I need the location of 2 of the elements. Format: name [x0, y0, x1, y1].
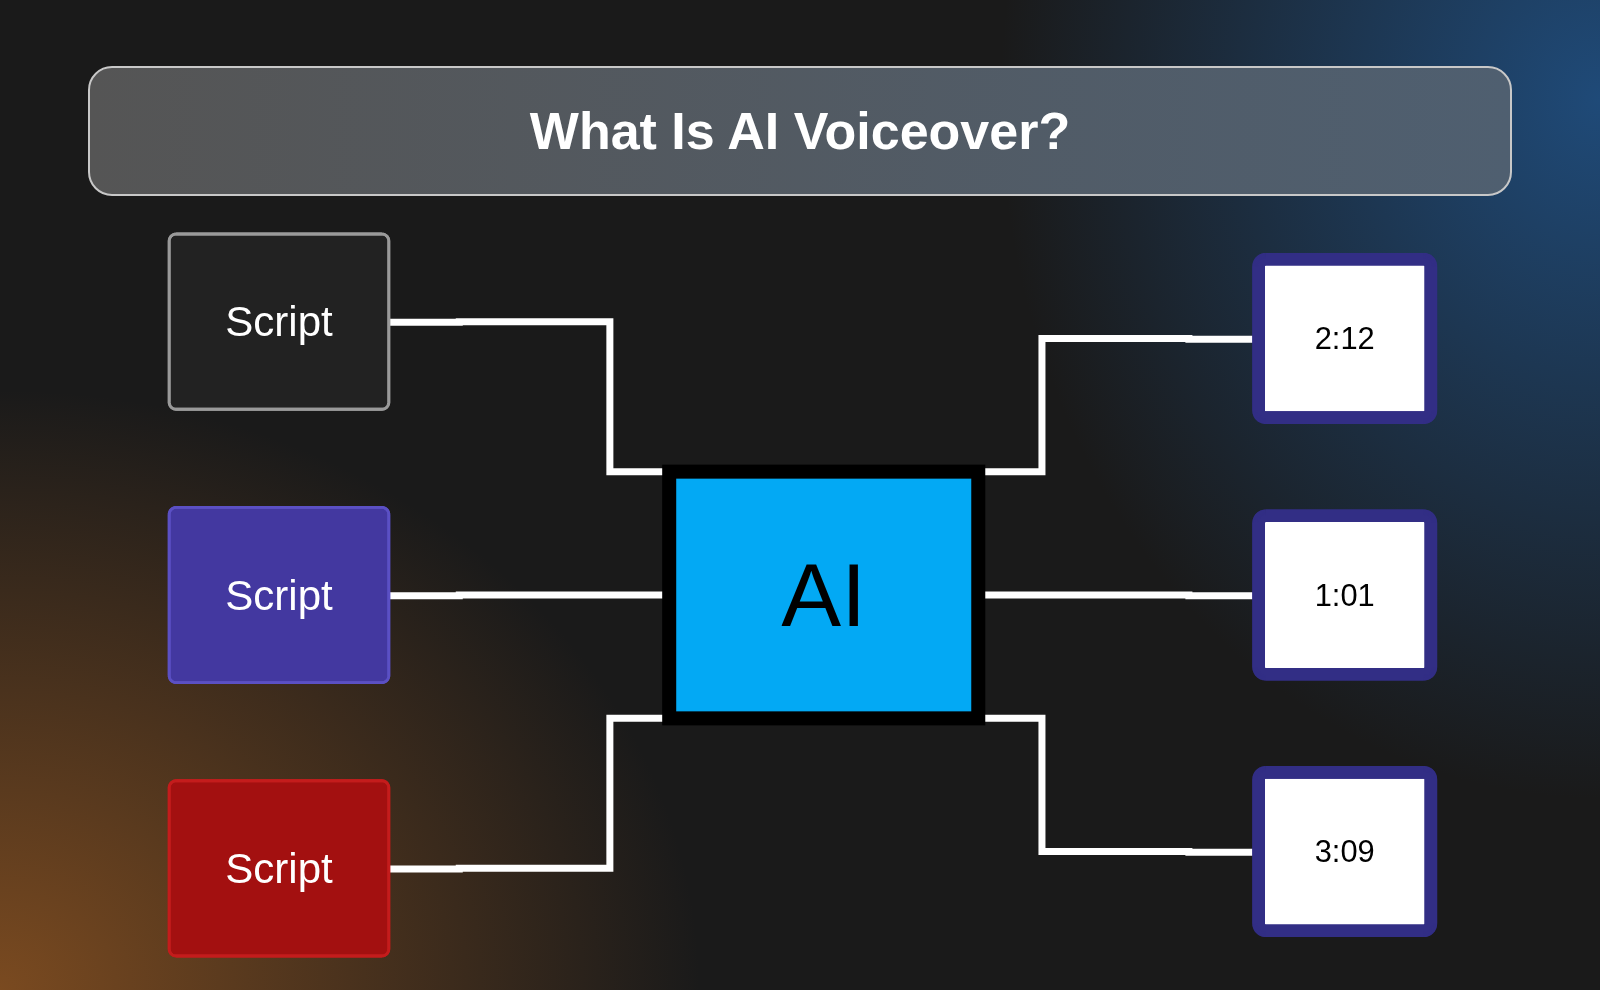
node-box: AI [662, 464, 986, 726]
title-banner: What Is AI Voiceover? [88, 66, 1512, 196]
